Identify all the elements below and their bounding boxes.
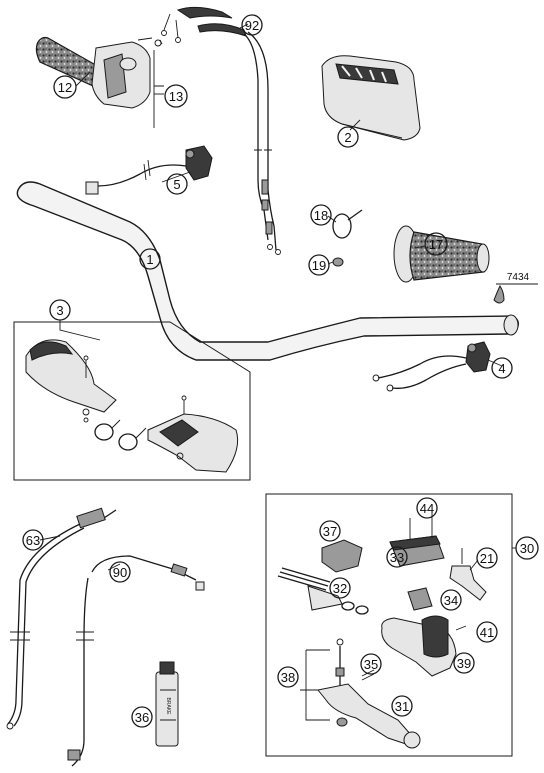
hot-start-cable [67, 555, 205, 767]
part-number-21: 21 [480, 551, 494, 566]
part-number-34: 34 [444, 593, 458, 608]
leader-lines [39, 23, 516, 571]
part-callout-44: 44 [416, 497, 438, 519]
cable-tie [332, 209, 363, 239]
part-callout-32: 32 [329, 577, 351, 599]
part-callout-36: 36 [131, 706, 153, 728]
part-number-37: 37 [323, 524, 337, 539]
brake-fluid-bottle: BRAKE [155, 661, 179, 747]
part-callout-2: 2 [337, 126, 359, 148]
part-callout-17: 17 [424, 232, 448, 256]
throttle-bracket-line [153, 50, 164, 128]
part-number-92: 92 [245, 18, 259, 33]
part-callout-37: 37 [319, 520, 341, 542]
part-callout-31: 31 [391, 695, 413, 717]
part-number-90: 90 [113, 565, 127, 580]
throttle-grip [35, 36, 163, 109]
part-number-41: 41 [480, 625, 494, 640]
handguard-group [13, 321, 251, 481]
part-number-13: 13 [169, 89, 183, 104]
part-number-30: 30 [520, 541, 534, 556]
part-callout-39: 39 [453, 652, 475, 674]
part-number-31: 31 [395, 699, 409, 714]
part-callout-21: 21 [476, 547, 498, 569]
part-number-38: 38 [281, 670, 295, 685]
reference-number-label: 7434 [507, 272, 530, 283]
brake-master-cylinder-group [265, 493, 513, 757]
switch-right [372, 341, 491, 392]
part-number-4: 4 [498, 361, 505, 376]
part-number-33: 33 [390, 550, 404, 565]
part-callout-19: 19 [308, 254, 330, 276]
part-callout-35: 35 [360, 653, 382, 675]
part-number-3: 3 [56, 303, 63, 318]
part-number-5: 5 [173, 177, 180, 192]
part-callout-3: 3 [49, 299, 71, 321]
part-callout-41: 41 [476, 621, 498, 643]
part-callout-1: 1 [139, 248, 161, 270]
part-callout-63: 63 [22, 529, 44, 551]
part-callout-33: 33 [386, 546, 408, 568]
svg-text:BRAKE: BRAKE [165, 698, 171, 716]
throttle-cables [161, 6, 281, 255]
part-number-12: 12 [58, 80, 72, 95]
rubber-plug [332, 257, 344, 267]
part-number-39: 39 [457, 656, 471, 671]
part-number-36: 36 [135, 710, 149, 725]
part-number-17: 17 [429, 237, 443, 252]
part-number-32: 32 [333, 581, 347, 596]
part-callout-38: 38 [277, 666, 299, 688]
left-grip [393, 225, 490, 283]
part-callout-30: 30 [515, 536, 539, 560]
clutch-cable [6, 507, 117, 730]
handlebar-pad [321, 55, 421, 141]
part-callout-18: 18 [310, 204, 332, 226]
part-number-63: 63 [26, 533, 40, 548]
part-callout-12: 12 [53, 75, 77, 99]
part-callout-34: 34 [440, 589, 462, 611]
part-callout-90: 90 [109, 561, 131, 583]
part-callout-13: 13 [164, 84, 188, 108]
part-number-18: 18 [314, 208, 328, 223]
kill-switch-left [85, 145, 213, 195]
part-callout-5: 5 [166, 173, 188, 195]
part-callout-4: 4 [491, 357, 513, 379]
part-number-1: 1 [146, 252, 153, 267]
part-number-19: 19 [312, 258, 326, 273]
part-callout-92: 92 [241, 14, 263, 36]
thread-lock-drop [493, 283, 538, 304]
part-number-2: 2 [344, 130, 351, 145]
part-number-35: 35 [364, 657, 378, 672]
part-number-44: 44 [420, 501, 434, 516]
